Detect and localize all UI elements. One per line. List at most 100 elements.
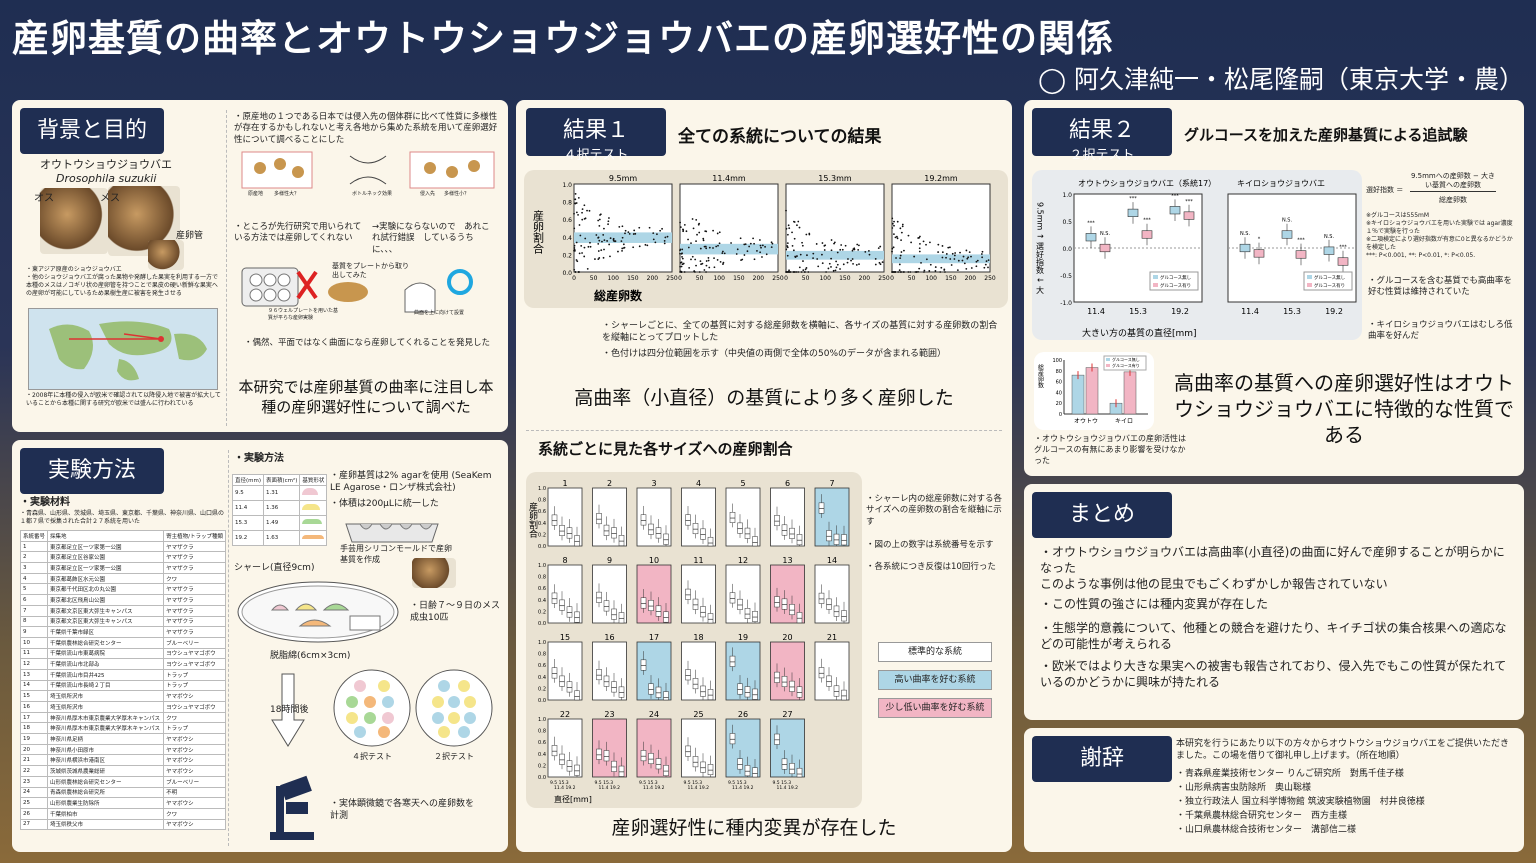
data-point xyxy=(833,242,835,245)
data-point xyxy=(951,252,954,255)
sub-diam-4: 19.2 xyxy=(231,529,265,546)
poster-title: 産卵基質の曲率とオウトウショウジョウバエの産卵選好性の関係 xyxy=(12,17,1114,60)
table-cell: 東京都足立区一ツ家第一公園 xyxy=(47,562,165,574)
box xyxy=(692,756,699,768)
sub-col-area: 表面積(cm²) xyxy=(263,474,301,486)
iqr-band xyxy=(892,254,990,264)
table-cell: 25 xyxy=(20,797,49,809)
data-point xyxy=(900,239,902,242)
mini-y-tick: 0.4 xyxy=(538,598,546,604)
data-point xyxy=(741,258,744,261)
pi-box xyxy=(1183,211,1195,220)
pi-significance: * xyxy=(1258,237,1261,243)
box xyxy=(729,655,736,667)
data-point xyxy=(577,213,579,216)
data-point xyxy=(891,227,894,229)
strain-number: 24 xyxy=(649,710,659,719)
strain-number: 8 xyxy=(562,556,567,565)
box xyxy=(611,760,617,772)
data-point xyxy=(722,250,724,253)
box xyxy=(640,659,647,671)
box xyxy=(640,514,647,526)
ack-panel: 謝辞 本研究を行うにあたり以下の方々からオウトウショウジョウバエをご提供いただき… xyxy=(1024,728,1524,852)
data-point xyxy=(663,242,666,245)
data-point xyxy=(798,266,801,269)
data-point xyxy=(573,212,575,215)
box xyxy=(566,760,573,772)
pi-x-tick: 11.4 xyxy=(1087,307,1105,316)
scatter-ylabel: 産卵割合 xyxy=(532,210,545,254)
data-point xyxy=(957,259,960,262)
data-point xyxy=(983,266,986,269)
x-tick: 200 xyxy=(859,275,871,282)
mold-text: 手芸用シリコンモールドで産卵基質を作成 xyxy=(340,544,452,564)
table-cell: 3 xyxy=(20,562,49,574)
authors: ◯ 阿久津純一・松尾隆嗣（東京大学・農） xyxy=(1038,65,1524,94)
ack-item-2: ・山形県病害虫防除所 奥山聡様 xyxy=(1176,783,1312,793)
table-cell: 千葉県流山市東葛病院 xyxy=(47,647,165,660)
data-point xyxy=(894,236,897,239)
x-tick: 250 xyxy=(984,275,996,282)
shape-green xyxy=(302,519,323,525)
box xyxy=(596,748,602,760)
table-cell: 千葉県流山市北部ゐ xyxy=(47,658,165,670)
legend-low: 少し低い曲率を好む系統 xyxy=(878,698,992,718)
materials-heading: ・実験材料 xyxy=(20,497,70,508)
r2-small-notes: ※グルコースは555mM ※キイロショウジョウバエを用いた実験では agar濃度… xyxy=(1366,212,1513,260)
table-cell: 12 xyxy=(20,658,49,670)
scatter-xlabel: 総産卵数 xyxy=(594,288,643,303)
data-point xyxy=(852,262,854,265)
strain-number: 21 xyxy=(827,633,837,642)
pi-box xyxy=(1099,243,1111,253)
data-point xyxy=(844,244,847,247)
pi-box xyxy=(1295,250,1307,259)
data-point xyxy=(718,231,721,234)
x-tick: 50 xyxy=(590,275,598,282)
table-cell: 16 xyxy=(20,701,49,713)
data-point xyxy=(878,261,881,264)
ack-item-5: ・山口県農林総合技術センター 溝部信二様 xyxy=(1176,825,1357,835)
ack-intro: 本研究を行うにあたり以下の方々からオウトウショウジョウバエをご提供いただきました… xyxy=(1176,739,1510,762)
data-point xyxy=(923,269,926,272)
data-point xyxy=(823,249,826,251)
result2-title: グルコースを加えた産卵基質による追試験 xyxy=(1184,126,1468,144)
table-cell: 山形県農業生防除所 xyxy=(47,797,165,809)
box xyxy=(707,613,714,624)
r2-bullet2: ・キイロショウジョウバエはむしろ低曲率を好んだ xyxy=(1368,320,1513,342)
data-point xyxy=(680,265,683,268)
data-point xyxy=(839,248,842,251)
data-point xyxy=(752,237,754,240)
box xyxy=(752,611,758,622)
data-point xyxy=(943,269,946,271)
pi-legend-label: グルコース有り xyxy=(1314,282,1345,289)
table-cell: クワ xyxy=(163,711,226,724)
box xyxy=(833,685,840,697)
box xyxy=(744,686,751,698)
data-point xyxy=(753,258,756,261)
data-point xyxy=(587,245,590,248)
data-point xyxy=(925,243,927,246)
data-point xyxy=(786,242,789,245)
bar-legend-label: グルコース有り xyxy=(1112,362,1140,368)
data-point xyxy=(802,260,804,262)
bar-y-tick: 20 xyxy=(1056,401,1062,407)
data-point xyxy=(787,224,790,227)
table-cell: ヤマボウシ xyxy=(163,743,226,756)
background-heading: 背景と目的 xyxy=(20,108,164,154)
male-fly-image xyxy=(40,188,108,254)
table-cell: 13 xyxy=(20,668,49,681)
bg-right-text3: →実験にならないので あれこれ試行錯誤 しているうちに、、、 xyxy=(372,222,490,255)
bar-legend-swatch xyxy=(1106,358,1110,361)
strain-number: 6 xyxy=(785,479,790,488)
formula-label: 選好指数 ＝ xyxy=(1366,186,1404,194)
box xyxy=(774,596,780,608)
data-point xyxy=(920,261,922,264)
data-point xyxy=(574,198,577,201)
x-tick: 150 xyxy=(627,275,639,282)
data-point xyxy=(628,232,631,235)
